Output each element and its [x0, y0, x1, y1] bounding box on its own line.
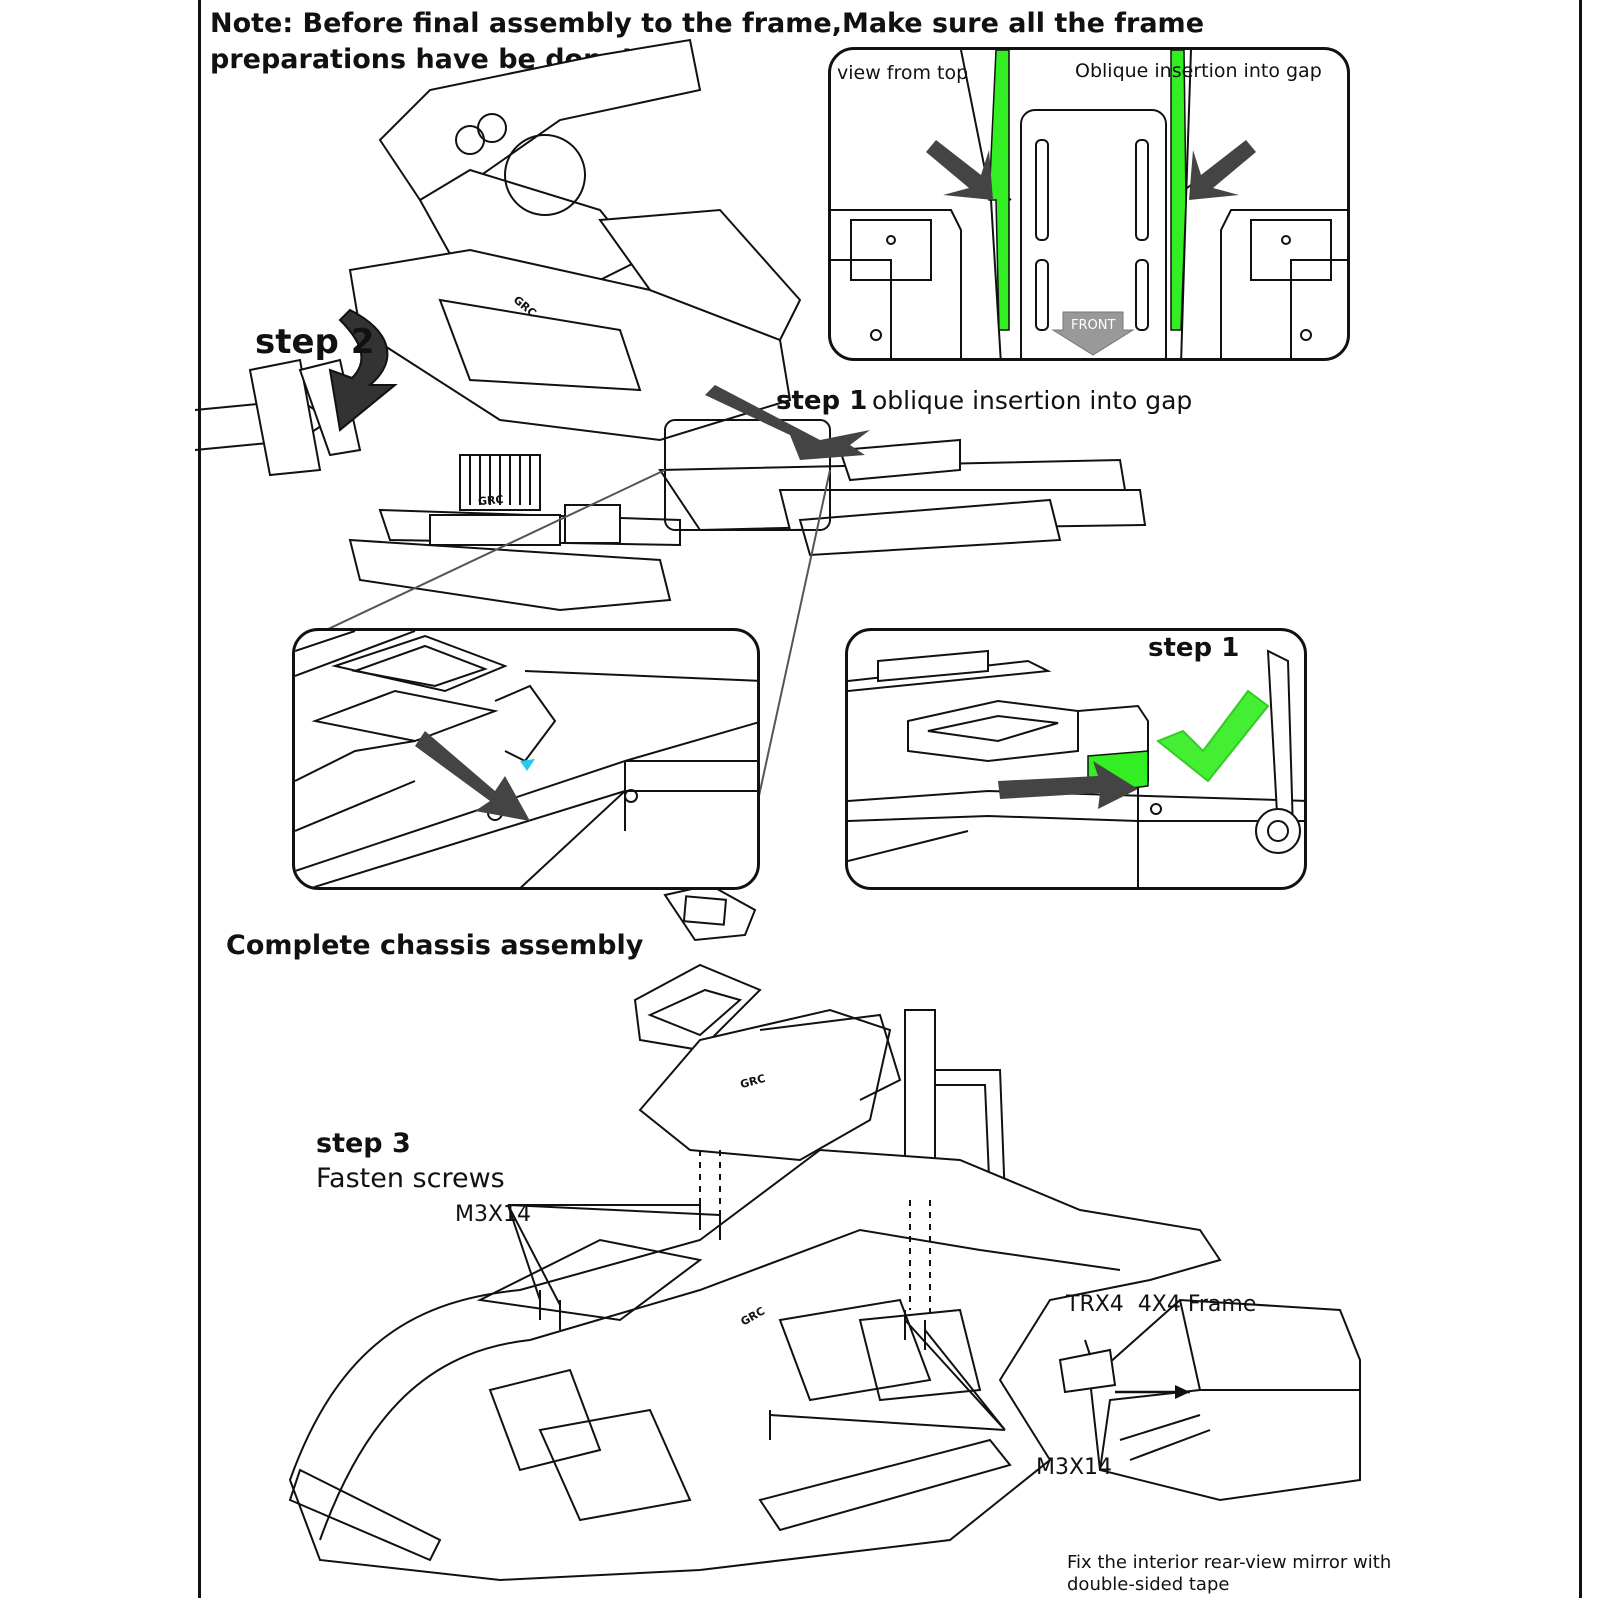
screw-callout-right: M3X14: [1036, 1455, 1113, 1480]
page-note: Note: Before final assembly to the frame…: [210, 8, 1205, 75]
brand-mark: GRC: [477, 492, 505, 509]
insertion-arrow-icon: [998, 761, 1138, 809]
oblique-insertion-label: Oblique insertion into gap: [1075, 60, 1322, 82]
mirror-arrow-icon: [1115, 1385, 1190, 1399]
mirror-note-line-1: Fix the interior rear-view mirror with: [1067, 1552, 1392, 1573]
screw-callout-left: M3X14: [455, 1202, 532, 1227]
detail-panel-right: step 1: [845, 628, 1307, 890]
insertion-arrow-icon: [705, 385, 870, 460]
front-arrow-icon: [1051, 311, 1135, 356]
step-1-label: step 1: [776, 386, 868, 416]
step-3-description: Fasten screws: [316, 1163, 505, 1194]
detail-panel-left: [292, 628, 760, 890]
page-border: [198, 0, 1582, 1598]
insertion-arrow-icon: [1189, 140, 1256, 200]
detail-left-diagram: [295, 631, 757, 887]
step-1-description: oblique insertion into gap: [872, 386, 1193, 415]
check-mark-icon: [1156, 689, 1270, 783]
trx4-frame-label: TRX4 4X4 Frame: [1066, 1292, 1257, 1317]
top-view-panel: view from top Oblique insertion into gap…: [828, 47, 1350, 361]
insertion-arrow-icon: [926, 140, 993, 200]
step-2-label: step 2: [255, 322, 375, 362]
view-from-top-label: view from top: [837, 62, 969, 84]
insertion-arrow-icon: [415, 731, 530, 821]
detail-right-diagram: [848, 649, 1304, 887]
complete-chassis-title: Complete chassis assembly: [226, 930, 644, 961]
step-3-label: step 3: [316, 1128, 411, 1159]
step-1-detail-label: step 1: [1148, 633, 1240, 663]
top-view-diagram: [831, 50, 1347, 358]
front-label: FRONT: [1071, 318, 1116, 333]
down-arrow-icon: [328, 308, 398, 432]
mirror-note-line-2: double-sided tape: [1067, 1574, 1230, 1595]
